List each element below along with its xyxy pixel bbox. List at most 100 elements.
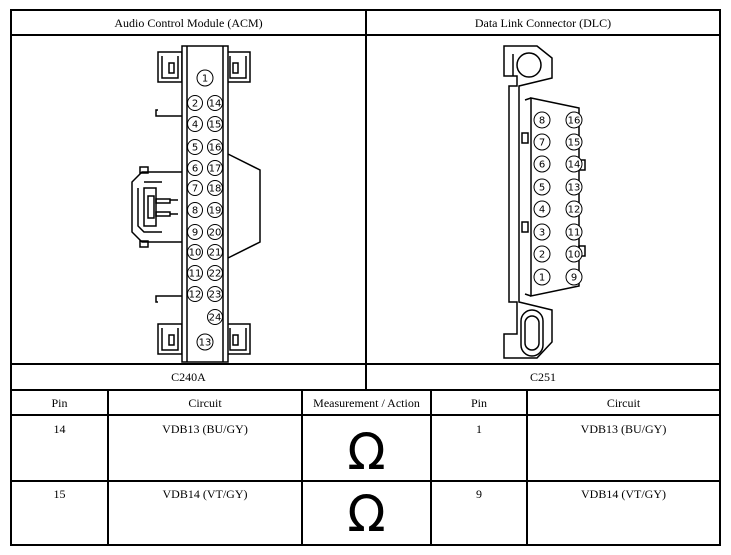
pin-15: [565, 133, 583, 151]
pin-label-2: 2: [192, 99, 198, 110]
pin-label-5: 5: [192, 143, 198, 154]
pin-label-19: 19: [209, 206, 222, 217]
pin-1: [196, 69, 214, 87]
pin-label-24: 24: [209, 313, 222, 324]
pin-label-20: 20: [209, 228, 222, 239]
divider: [12, 389, 719, 391]
pin-10: [565, 245, 583, 263]
pin-15: [207, 116, 223, 132]
pin-label-11: 11: [568, 228, 581, 239]
pin-label-16: 16: [568, 116, 581, 127]
pin-14: [565, 155, 583, 173]
row2-pin-b: 9: [476, 487, 482, 501]
pin-label-13: 13: [199, 338, 212, 349]
col-header-pin: Pin: [470, 396, 487, 410]
pin-label-12: 12: [568, 205, 581, 216]
pin-label-1: 1: [539, 273, 545, 284]
pin-2: [187, 95, 203, 111]
row2-circuit-b: VDB14 (VT/GY): [581, 487, 666, 501]
pin-4: [533, 200, 551, 218]
pin-label-5: 5: [539, 183, 545, 194]
row1-circuit-a: VDB13 (BU/GY): [162, 422, 248, 436]
pin-13: [565, 178, 583, 196]
divider: [12, 414, 719, 416]
pin-label-22: 22: [209, 269, 222, 280]
pin-label-9: 9: [192, 228, 198, 239]
pin-label-13: 13: [568, 183, 581, 194]
pin-16: [565, 111, 583, 129]
acm-connector-title: Audio Control Module (ACM): [114, 16, 263, 30]
pin-22: [207, 265, 223, 281]
pin-9: [565, 268, 583, 286]
divider: [12, 480, 719, 482]
pin-4: [187, 116, 203, 132]
pin-label-15: 15: [568, 138, 581, 149]
divider: [365, 11, 367, 389]
col-header-circuit: Circuit: [188, 396, 222, 410]
pin-10: [187, 244, 203, 260]
col-header-measurement: Measurement / Action: [313, 396, 420, 410]
pin-label-16: 16: [209, 143, 222, 154]
pin-7: [187, 180, 203, 196]
pin-label-7: 7: [539, 138, 545, 149]
acm-connector-id: C240A: [171, 370, 206, 384]
ohm-measurement-icon: Ω: [347, 485, 386, 543]
pin-19: [207, 202, 223, 218]
pin-label-6: 6: [539, 160, 545, 171]
pin-label-12: 12: [189, 290, 202, 301]
pin-5: [187, 139, 203, 155]
pin-label-18: 18: [209, 184, 222, 195]
col-header-circuit: Circuit: [606, 396, 641, 410]
pin-8: [533, 111, 551, 129]
pin-14: [207, 95, 223, 111]
row1-pin-b: 1: [476, 422, 482, 436]
row1-circuit-b: VDB13 (BU/GY): [580, 422, 667, 436]
pin-5: [533, 178, 551, 196]
pin-12: [565, 200, 583, 218]
pin-label-10: 10: [189, 248, 202, 259]
col-header-pin: Pin: [51, 396, 68, 410]
pin-13: [196, 333, 214, 351]
pin-label-15: 15: [209, 120, 222, 131]
connector-test-table: Audio Control Module (ACM) Data Link Con…: [10, 9, 721, 546]
pin-2: [533, 245, 551, 263]
dlc-connector-title: Data Link Connector (DLC): [474, 16, 612, 30]
pin-8: [187, 202, 203, 218]
pin-label-8: 8: [539, 116, 545, 127]
pin-label-3: 3: [539, 228, 545, 239]
pin-21: [207, 244, 223, 260]
divider: [301, 389, 303, 546]
pin-label-17: 17: [209, 164, 222, 175]
pin-1: [533, 268, 551, 286]
row2-pin-a: 15: [53, 487, 66, 501]
pin-label-9: 9: [571, 273, 577, 284]
pin-label-21: 21: [209, 248, 222, 259]
pin-label-4: 4: [539, 205, 545, 216]
pin-label-2: 2: [539, 250, 545, 261]
pin-7: [533, 133, 551, 151]
pin-18: [207, 180, 223, 196]
divider: [526, 389, 528, 546]
divider: [430, 389, 432, 546]
pin-label-11: 11: [189, 269, 202, 280]
pin-3: [533, 223, 551, 241]
pin-label-14: 14: [209, 99, 222, 110]
row2-circuit-a: VDB14 (VT/GY): [162, 487, 248, 501]
pin-23: [207, 286, 223, 302]
pin-label-7: 7: [192, 184, 198, 195]
pin-label-6: 6: [192, 164, 198, 175]
pin-11: [187, 265, 203, 281]
pin-label-23: 23: [209, 290, 222, 301]
pin-12: [187, 286, 203, 302]
divider: [107, 389, 109, 546]
row1-pin-a: 14: [53, 422, 66, 436]
pin-16: [207, 139, 223, 155]
pin-label-8: 8: [192, 206, 198, 217]
pin-9: [187, 224, 203, 240]
pin-label-4: 4: [192, 120, 198, 131]
ohm-measurement-icon: Ω: [347, 423, 386, 481]
